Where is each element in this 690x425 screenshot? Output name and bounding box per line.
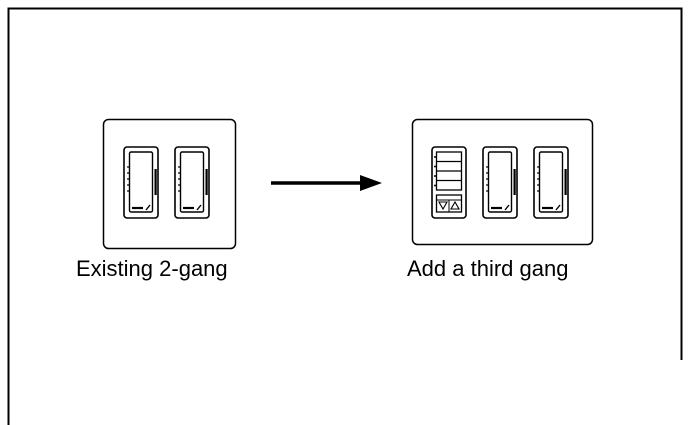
existing-plate-caption: Existing 2-gang — [76, 256, 228, 281]
three-gang-plate — [411, 118, 594, 246]
keypad-icon — [431, 146, 467, 219]
existing-2-gang-plate — [102, 118, 237, 250]
dimmer-switch-icon — [174, 146, 210, 219]
dimmer-switch-icon — [482, 146, 518, 219]
right-arrow-icon — [271, 175, 382, 191]
frame-border — [7, 7, 683, 425]
dimmer-switch-icon — [533, 146, 569, 219]
dimmer-switch-icon — [123, 146, 159, 219]
added-plate-caption: Add a third gang — [407, 256, 569, 281]
